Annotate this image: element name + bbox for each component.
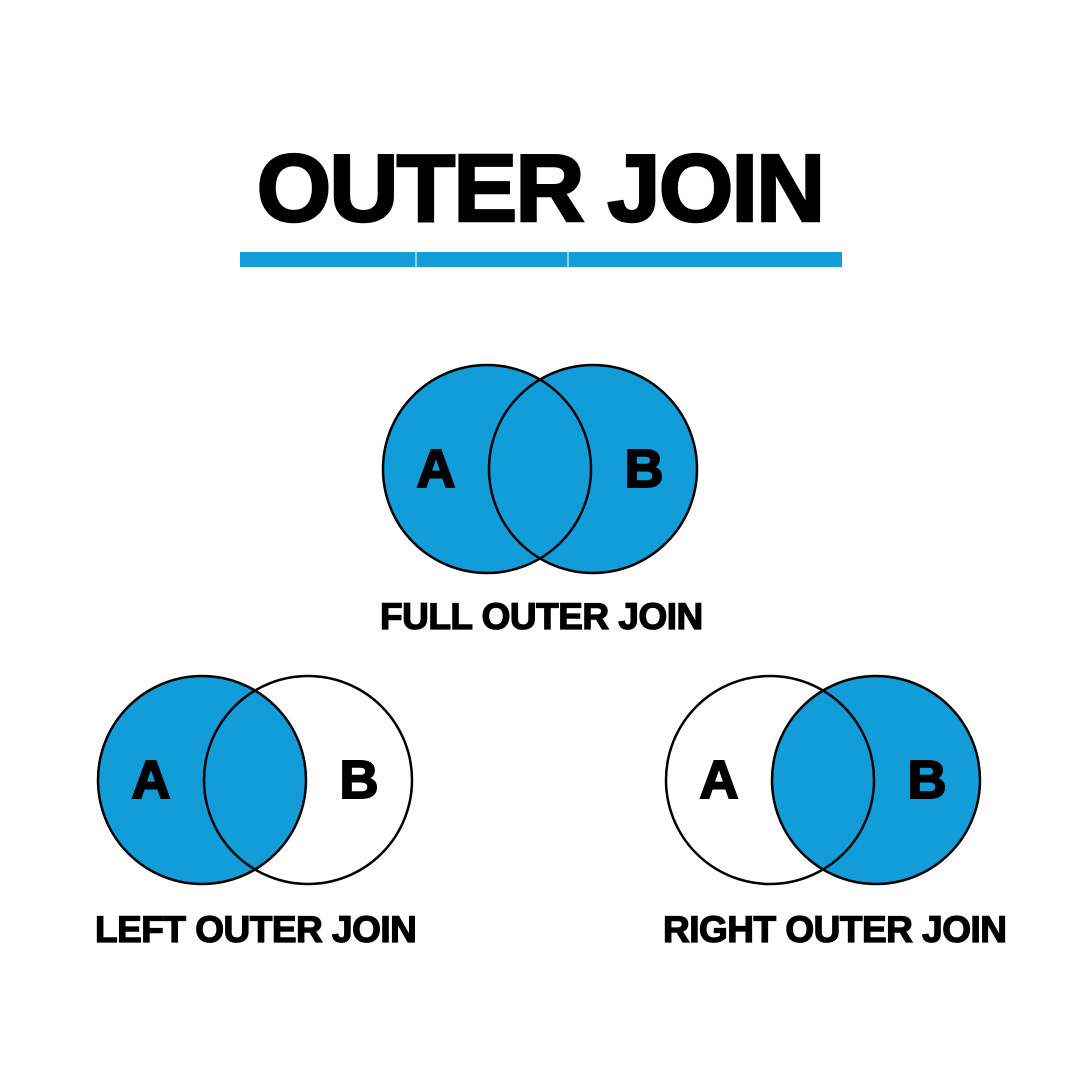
underline-segment-divider — [567, 252, 569, 267]
set-label-a: A — [700, 750, 739, 810]
page-title: OUTER JOIN — [255, 135, 826, 243]
intersection-region — [488, 379, 592, 559]
underline-segment-divider — [415, 252, 417, 267]
venn-right-outer-join: A B — [664, 674, 982, 886]
caption-full-outer-join: FULL OUTER JOIN — [379, 595, 704, 637]
title-underline-bar — [240, 252, 842, 267]
circle-b-outline — [770, 674, 982, 886]
circle-b-outline — [487, 363, 699, 575]
circle-a-outline — [96, 674, 308, 886]
venn-full-outer-join: A B — [381, 363, 699, 575]
set-label-b: B — [340, 750, 379, 810]
set-label-a: A — [132, 750, 171, 810]
intersection-region — [203, 690, 307, 870]
caption-left-outer-join: LEFT OUTER JOIN — [94, 908, 417, 950]
intersection-region — [771, 690, 875, 870]
circle-a-outline — [381, 363, 593, 575]
venn-left-outer-join: A B — [96, 674, 414, 886]
circle-b-outline — [202, 674, 414, 886]
caption-right-outer-join: RIGHT OUTER JOIN — [662, 908, 1007, 950]
set-label-b: B — [625, 439, 664, 499]
set-label-b: B — [908, 750, 947, 810]
set-label-a: A — [417, 439, 456, 499]
circle-a-outline — [664, 674, 876, 886]
